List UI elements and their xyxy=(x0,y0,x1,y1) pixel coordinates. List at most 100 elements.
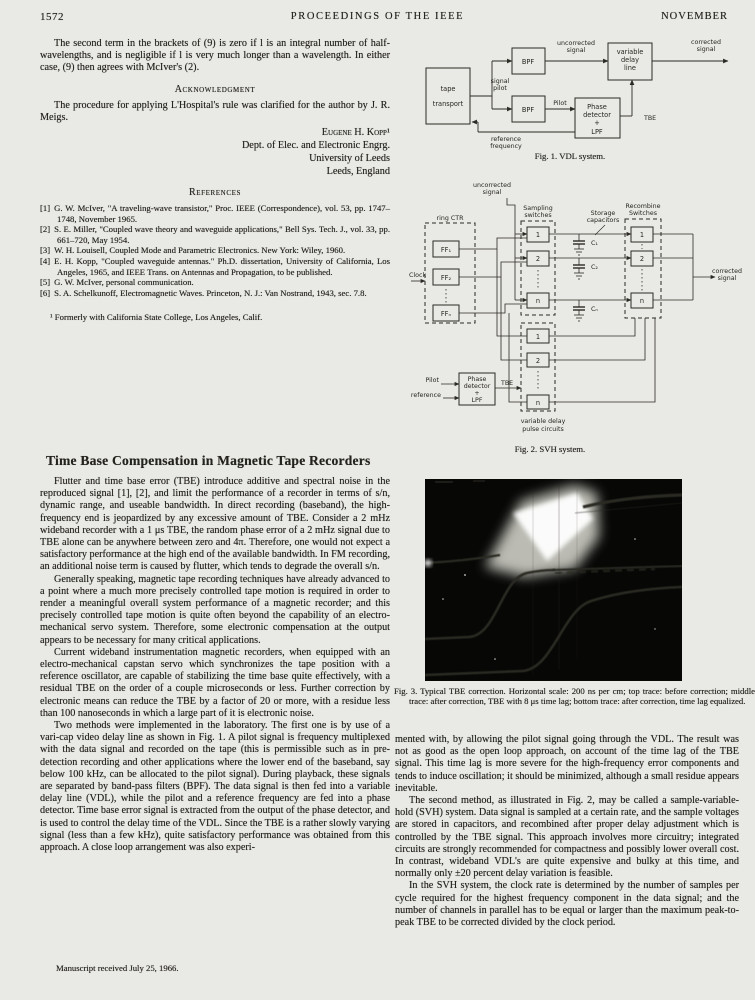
fig2-delay1-label: 1 xyxy=(536,333,540,341)
fig1-pilot-label: Pilot xyxy=(553,100,567,107)
reference-item: [6]S. A. Schelkunoff, Electromagnetic Wa… xyxy=(40,288,390,299)
left-column: The second term in the brackets of (9) i… xyxy=(40,38,390,323)
fig2-uncorrected-label: signal xyxy=(483,189,502,196)
ref-text: G. W. McIver, "A traveling-wave transist… xyxy=(54,203,390,224)
ref-number: [6] xyxy=(40,287,51,298)
article-body-left: Flutter and time base error (TBE) introd… xyxy=(40,476,390,854)
acknowledgment-text: The procedure for applying L'Hospital's … xyxy=(40,99,390,123)
closing-paragraph: The second term in the brackets of (9) i… xyxy=(40,38,390,74)
ref-text: W. H. Louisell, Coupled Mode and Paramet… xyxy=(54,245,346,256)
fig1-vdl-label: variable xyxy=(617,48,644,56)
fig2-variable-delay-label: variable delay xyxy=(521,418,566,425)
ref-number: [2] xyxy=(40,224,51,235)
fig2-c1-label: C₁ xyxy=(591,240,598,247)
fig1-blocks xyxy=(425,42,653,139)
fig2-svh-diagram: uncorrected signal ring CTR Clock FF₁ FF… xyxy=(397,177,742,448)
fig3-svg xyxy=(424,479,683,681)
fig2-corrected-label: corrected xyxy=(712,268,742,275)
issue-month: NOVEMBER xyxy=(661,11,728,22)
fig1-uncorrected-label: uncorrected xyxy=(557,40,595,47)
reference-item: [3]W. H. Louisell, Coupled Mode and Para… xyxy=(40,245,390,256)
fig2-recombine2-label: 2 xyxy=(640,255,644,263)
ref-text: S. E. Miller, "Coupled wave theory and w… xyxy=(54,224,390,245)
fig2-c2-label: C₂ xyxy=(591,264,598,271)
journal-title: PROCEEDINGS OF THE IEEE xyxy=(290,11,465,22)
fig1-caption: Fig. 1. VDL system. xyxy=(534,151,606,161)
fig1-reference-frequency-label: frequency xyxy=(490,143,522,150)
fig2-storage-capacitors-label: Storage xyxy=(591,210,616,217)
fig1-wires xyxy=(470,58,729,133)
paragraph: In the SVH system, the clock rate is det… xyxy=(395,880,739,929)
reference-list: [1]G. W. McIver, "A traveling-wave trans… xyxy=(40,203,390,298)
paragraph: Current wideband instrumentation magneti… xyxy=(40,646,390,719)
fig2-wires xyxy=(411,198,716,403)
fig1-vdl-label: delay xyxy=(621,56,639,64)
paragraph: Two methods were implemented in the labo… xyxy=(40,720,390,854)
fig2-switch1-label: 1 xyxy=(536,231,540,239)
reference-item: [4]E. H. Kopp, "Coupled waveguide antenn… xyxy=(40,256,390,277)
article-title: Time Base Compensation in Magnetic Tape … xyxy=(46,453,371,468)
manuscript-note: Manuscript received July 25, 1966. xyxy=(56,963,179,973)
ref-text: E. H. Kopp, "Coupled waveguide antennas.… xyxy=(54,255,390,277)
fig3-oscilloscope-photo xyxy=(424,479,683,681)
fig1-reference-frequency-label: reference xyxy=(491,136,521,143)
references-heading: References xyxy=(189,187,241,199)
fig1-tape-transport-label: transport xyxy=(433,100,464,108)
fig2-sampling-switches-label: Sampling xyxy=(523,205,552,212)
ref-number: [4] xyxy=(40,255,51,266)
ref-text: G. W. McIver, personal communication. xyxy=(54,277,194,288)
fig2-ff2-label: FF₂ xyxy=(441,274,452,282)
fig1-signal-pilot-label: signal xyxy=(491,78,510,85)
fig2-corrected-label: signal xyxy=(718,275,737,282)
author-dept: Dept. of Elec. and Electronic Engrg. xyxy=(241,140,390,152)
fig2-variable-delay-label: pulse circuits xyxy=(522,426,564,433)
fig2-phase-detector-label: + xyxy=(474,390,479,397)
fig1-vdl-diagram: tape transport BPF BPF variable delay li… xyxy=(420,36,735,159)
fig2-phase-detector-label: detector xyxy=(464,383,491,390)
fig2-recombinen-label: n xyxy=(640,297,644,305)
fig1-bpf-bottom-label: BPF xyxy=(522,106,534,114)
page-number: 1572 xyxy=(40,11,64,23)
fig1-bpf-top-label: BPF xyxy=(522,58,534,66)
fig2-reference-label: reference xyxy=(411,392,441,399)
fig3-caption: Fig. 3. Typical TBE correction. Horizont… xyxy=(394,686,755,707)
fig2-switchn-label: n xyxy=(536,297,540,305)
fig2-delay2-label: 2 xyxy=(536,357,540,365)
fig1-uncorrected-label: signal xyxy=(567,47,586,54)
fig2-caption: Fig. 2. SVH system. xyxy=(514,444,586,454)
fig1-phase-detector-label: detector xyxy=(583,111,611,119)
fig2-recombine1-label: 1 xyxy=(640,231,644,239)
fig2-cn-label: Cₙ xyxy=(591,306,598,313)
ref-text: S. A. Schelkunoff, Electromagnetic Waves… xyxy=(54,287,367,298)
fig1-tape-transport-label: tape xyxy=(441,85,456,93)
fig2-svg: uncorrected signal ring CTR Clock FF₁ FF… xyxy=(409,182,742,433)
author-name: Eugene H. Kopp¹ xyxy=(321,127,390,139)
paragraph: The second method, as illustrated in Fig… xyxy=(395,795,739,880)
paragraph: Flutter and time base error (TBE) introd… xyxy=(40,476,390,573)
fig1-phase-detector-label: LPF xyxy=(591,128,603,136)
fig2-recombine-switches-label: Switches xyxy=(629,210,657,217)
fig2-ffn-label: FFₙ xyxy=(441,310,452,318)
author-signature: Eugene H. Kopp¹ Dept. of Elec. and Elect… xyxy=(40,126,390,178)
fig1-signal-pilot-label: pilot xyxy=(493,85,507,92)
fig2-delayn-label: n xyxy=(536,399,540,407)
fig2-tbe-label: TBE xyxy=(500,380,513,387)
fig2-recombine-switches-label: Recombine xyxy=(625,203,660,210)
fig1-corrected-label: corrected xyxy=(691,39,721,46)
ref-number: [1] xyxy=(40,203,51,214)
fig2-storage-capacitors-label: capacitors xyxy=(587,217,620,224)
paragraph: Generally speaking, magnetic tape record… xyxy=(40,573,390,646)
fig2-phase-detector-label: Phase xyxy=(468,376,487,383)
author-university: University of Leeds xyxy=(309,153,390,165)
fig1-phase-detector-label: + xyxy=(594,119,600,127)
fig2-sampling-switches-label: switches xyxy=(524,212,551,219)
fig2-blocks xyxy=(424,218,662,412)
fig2-uncorrected-label: uncorrected xyxy=(473,182,511,189)
photo-traces xyxy=(424,480,683,677)
reference-item: [1]G. W. McIver, "A traveling-wave trans… xyxy=(40,203,390,224)
fig1-corrected-label: signal xyxy=(697,46,716,53)
fig2-clock-label: Clock xyxy=(409,272,426,279)
acknowledgment-heading: Acknowledgment xyxy=(174,83,256,95)
fig1-tbe-label: TBE xyxy=(643,115,656,122)
